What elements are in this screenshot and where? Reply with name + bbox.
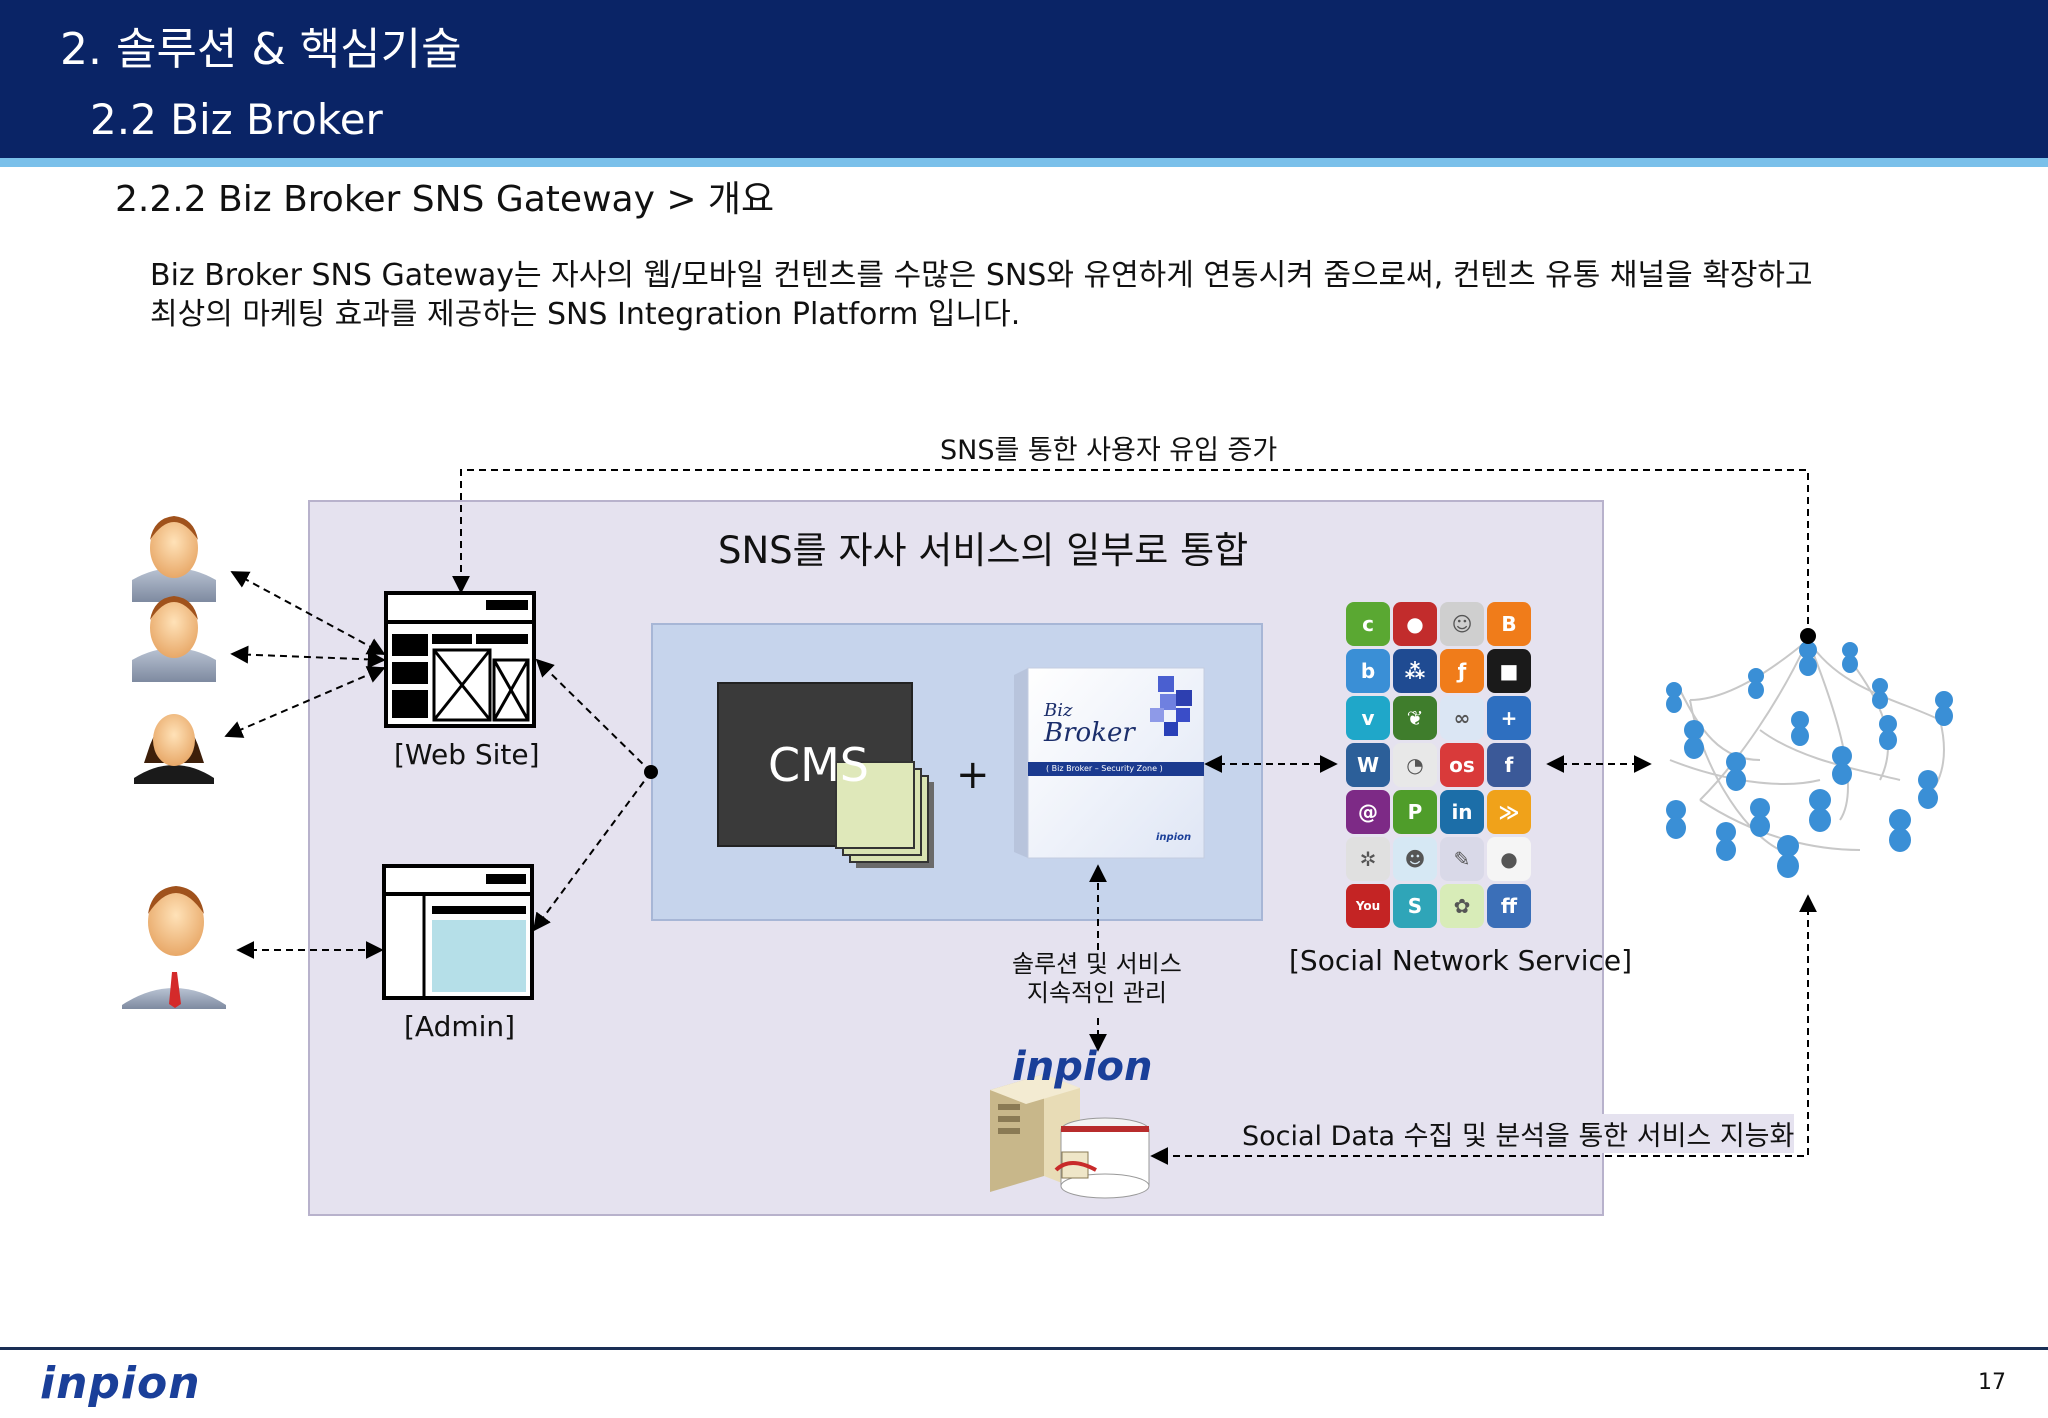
product-box-line1: Biz — [1044, 700, 1073, 721]
user-icon-2 — [132, 596, 216, 682]
web-site-label: [Web Site] — [394, 738, 540, 771]
user-icon-3 — [134, 714, 214, 784]
panel-title: SNS를 자사 서비스의 일부로 통합 — [718, 529, 1249, 572]
admin-wireframe-icon — [382, 864, 534, 1000]
sns-icon-2: ● — [1393, 602, 1437, 646]
sns-icon-3: ☺ — [1440, 602, 1484, 646]
product-box-maker: inpion — [1156, 832, 1192, 843]
sns-icon-25: You — [1346, 884, 1390, 928]
network-hub-dot — [1800, 628, 1816, 644]
product-box-band: ( Biz Broker – Security Zone ) — [1046, 764, 1163, 773]
sns-icon-18: P — [1393, 790, 1437, 834]
description: Biz Broker SNS Gateway는 자사의 웹/모바일 컨텐츠를 수… — [150, 256, 1950, 334]
sns-label: [Social Network Service] — [1289, 944, 1633, 977]
data-flow-label: Social Data 수집 및 분석을 통한 서비스 지능화 — [1242, 1114, 1795, 1153]
management-label-line2: 지속적인 관리 — [1026, 979, 1167, 1007]
sns-icon-9: v — [1346, 696, 1390, 740]
sns-icon-11: ∞ — [1440, 696, 1484, 740]
sns-icon-19: in — [1440, 790, 1484, 834]
chapter-subtitle: 2.2 Biz Broker — [90, 95, 383, 144]
header-bar: 2. 솔루션 & 핵심기술 2.2 Biz Broker — [0, 0, 2048, 158]
header-stripe — [0, 158, 2048, 167]
sns-icon-27: ✿ — [1440, 884, 1484, 928]
sns-icon-5: b — [1346, 649, 1390, 693]
sns-icon-15: os — [1440, 743, 1484, 787]
chapter-title: 2. 솔루션 & 핵심기술 — [60, 24, 462, 75]
admin-label: [Admin] — [404, 1010, 516, 1043]
sns-icon-7: ƒ — [1440, 649, 1484, 693]
user-icon-4 — [122, 886, 226, 1009]
top-flow-label: SNS를 통한 사용자 유입 증가 — [940, 435, 1278, 466]
management-label: 솔루션 및 서비스 지속적인 관리 — [1012, 950, 1182, 1008]
sns-icon-20: ≫ — [1487, 790, 1531, 834]
website-wireframe-icon — [384, 591, 536, 728]
sns-icon-28: ff — [1487, 884, 1531, 928]
social-network-graph — [1669, 639, 1945, 851]
user-icon-1 — [132, 516, 216, 602]
sns-icon-12: + — [1487, 696, 1531, 740]
section-title: 2.2.2 Biz Broker SNS Gateway > 개요 — [115, 179, 775, 220]
cms-box — [717, 682, 934, 868]
connector-lines — [224, 469, 1817, 1165]
sns-icon-16: f — [1487, 743, 1531, 787]
sns-icon-14: ◔ — [1393, 743, 1437, 787]
cms-label: CMS — [768, 738, 870, 792]
product-box-line2: Broker — [1044, 718, 1135, 748]
sns-icon-13: W — [1346, 743, 1390, 787]
sns-icon-4: B — [1487, 602, 1531, 646]
sns-icon-22: ☻ — [1393, 837, 1437, 881]
footer-divider — [0, 1347, 2048, 1350]
sns-icon-10: ❦ — [1393, 696, 1437, 740]
management-label-line1: 솔루션 및 서비스 — [1012, 950, 1182, 978]
sns-icon-1: c — [1346, 602, 1390, 646]
sns-icon-8: ■ — [1487, 649, 1531, 693]
description-line-1: Biz Broker SNS Gateway는 자사의 웹/모바일 컨텐츠를 수… — [150, 258, 1813, 293]
sns-icon-23: ✎ — [1440, 837, 1484, 881]
sns-icon-26: S — [1393, 884, 1437, 928]
description-line-2: 최상의 마케팅 효과를 제공하는 SNS Integration Platfor… — [150, 297, 1021, 332]
sns-icon-6: ⁂ — [1393, 649, 1437, 693]
sns-icon-21: ✲ — [1346, 837, 1390, 881]
plus-sign: + — [956, 752, 990, 798]
footer-logo: inpion — [40, 1358, 201, 1409]
page-number: 17 — [1978, 1370, 2006, 1395]
biz-broker-product-box — [1014, 667, 1205, 859]
sns-icon-24: ● — [1487, 837, 1531, 881]
network-nodes — [1666, 641, 1953, 878]
hub-dot — [644, 765, 658, 779]
inpion-logo: inpion — [1012, 1044, 1153, 1090]
sns-icon-17: @ — [1346, 790, 1390, 834]
inpion-server-icon — [990, 1074, 1150, 1199]
